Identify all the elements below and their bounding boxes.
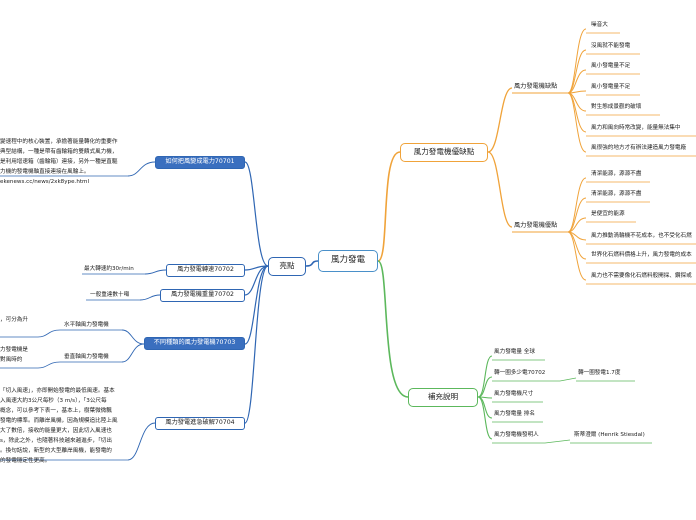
cons-item[interactable]: 風很強的地方才有辦法建造風力發電廠	[591, 145, 687, 151]
cons-item[interactable]: 風小發電量不足	[591, 63, 631, 69]
branch-note: 力發電機是 對風時的	[0, 347, 28, 363]
branch-turbine-types[interactable]: 不同種類的風力發電機70703	[144, 337, 245, 350]
vertical-axis-turbine[interactable]: 垂直軸風力發電機	[64, 354, 109, 360]
supplement-item[interactable]: 風力發電機尺寸	[494, 391, 534, 397]
cons-item[interactable]: 沒風就不能發電	[591, 43, 631, 49]
rotation-speed-value[interactable]: 最大轉速約30r/min	[84, 266, 134, 272]
branch-note: 「切入風速」，亦即開始發電的最低風速。基本 入風速大約3公尺每秒（3 m/s），…	[0, 388, 118, 464]
cons-item[interactable]: 風力和風向時常改變，能量無法集中	[591, 125, 681, 131]
main-topic-highlights[interactable]: 亮點	[268, 257, 306, 276]
branch-how-wind-becomes-power[interactable]: 如何把風變成電力70701	[155, 156, 245, 169]
supplement-item[interactable]: 風力發電量 全球	[494, 349, 535, 355]
pros-item[interactable]: 清潔能源，源源不盡	[591, 171, 642, 177]
cons-item[interactable]: 噪音大	[591, 22, 608, 28]
branch-rotation-speed[interactable]: 風力發電轉速70702	[166, 264, 245, 277]
pros-item[interactable]: 風力也不需要像化石燃料般開採、鑽探或	[591, 273, 692, 279]
supplement-item[interactable]: 轉一圈多少電70702	[494, 370, 546, 376]
supplement-item[interactable]: 風力發電機發明人	[494, 432, 539, 438]
supplement-child[interactable]: 轉一圈發電1.7度	[578, 370, 621, 376]
main-topic-pros-cons[interactable]: 風力發電機優缺點	[400, 143, 488, 162]
pros-item[interactable]: 風力推動渦輪機不花成本，也不受化石燃	[591, 233, 692, 239]
supplement-item[interactable]: 風力發電量 排名	[494, 411, 535, 417]
horizontal-axis-turbine[interactable]: 水平軸風力發電機	[64, 322, 109, 328]
branch-note: ，可分為升	[0, 317, 28, 323]
cons-item[interactable]: 風小發電量不足	[591, 84, 631, 90]
pros-item[interactable]: 是便宜的能源	[591, 211, 625, 217]
cons-item[interactable]: 對生態成景觀的破壞	[591, 104, 642, 110]
pros-item[interactable]: 清潔能源，源源不盡	[591, 191, 642, 197]
central-topic[interactable]: 風力發電	[318, 250, 378, 272]
main-topic-supplement[interactable]: 補充說明	[408, 388, 478, 407]
subtopic-pros[interactable]: 風力發電機優點	[514, 222, 558, 229]
supplement-child[interactable]: 斯蒂澄爾 (Henrik Stiesdal)	[574, 432, 645, 438]
branch-note: 變速程中的核心裝置，承擔著能量轉化的重要作 典型結構，一種是帶有齒輪箱的雙饋式風…	[0, 139, 118, 185]
pros-item[interactable]: 世界化石燃料價格上升，風力發電的成本	[591, 252, 692, 258]
branch-weight[interactable]: 風力發電機重量70702	[160, 289, 245, 302]
branch-breakthrough[interactable]: 風力發電進急破解70704	[155, 417, 245, 430]
weight-value[interactable]: 一般重達數十噸	[90, 292, 130, 298]
subtopic-cons[interactable]: 風力發電機缺點	[514, 83, 558, 90]
